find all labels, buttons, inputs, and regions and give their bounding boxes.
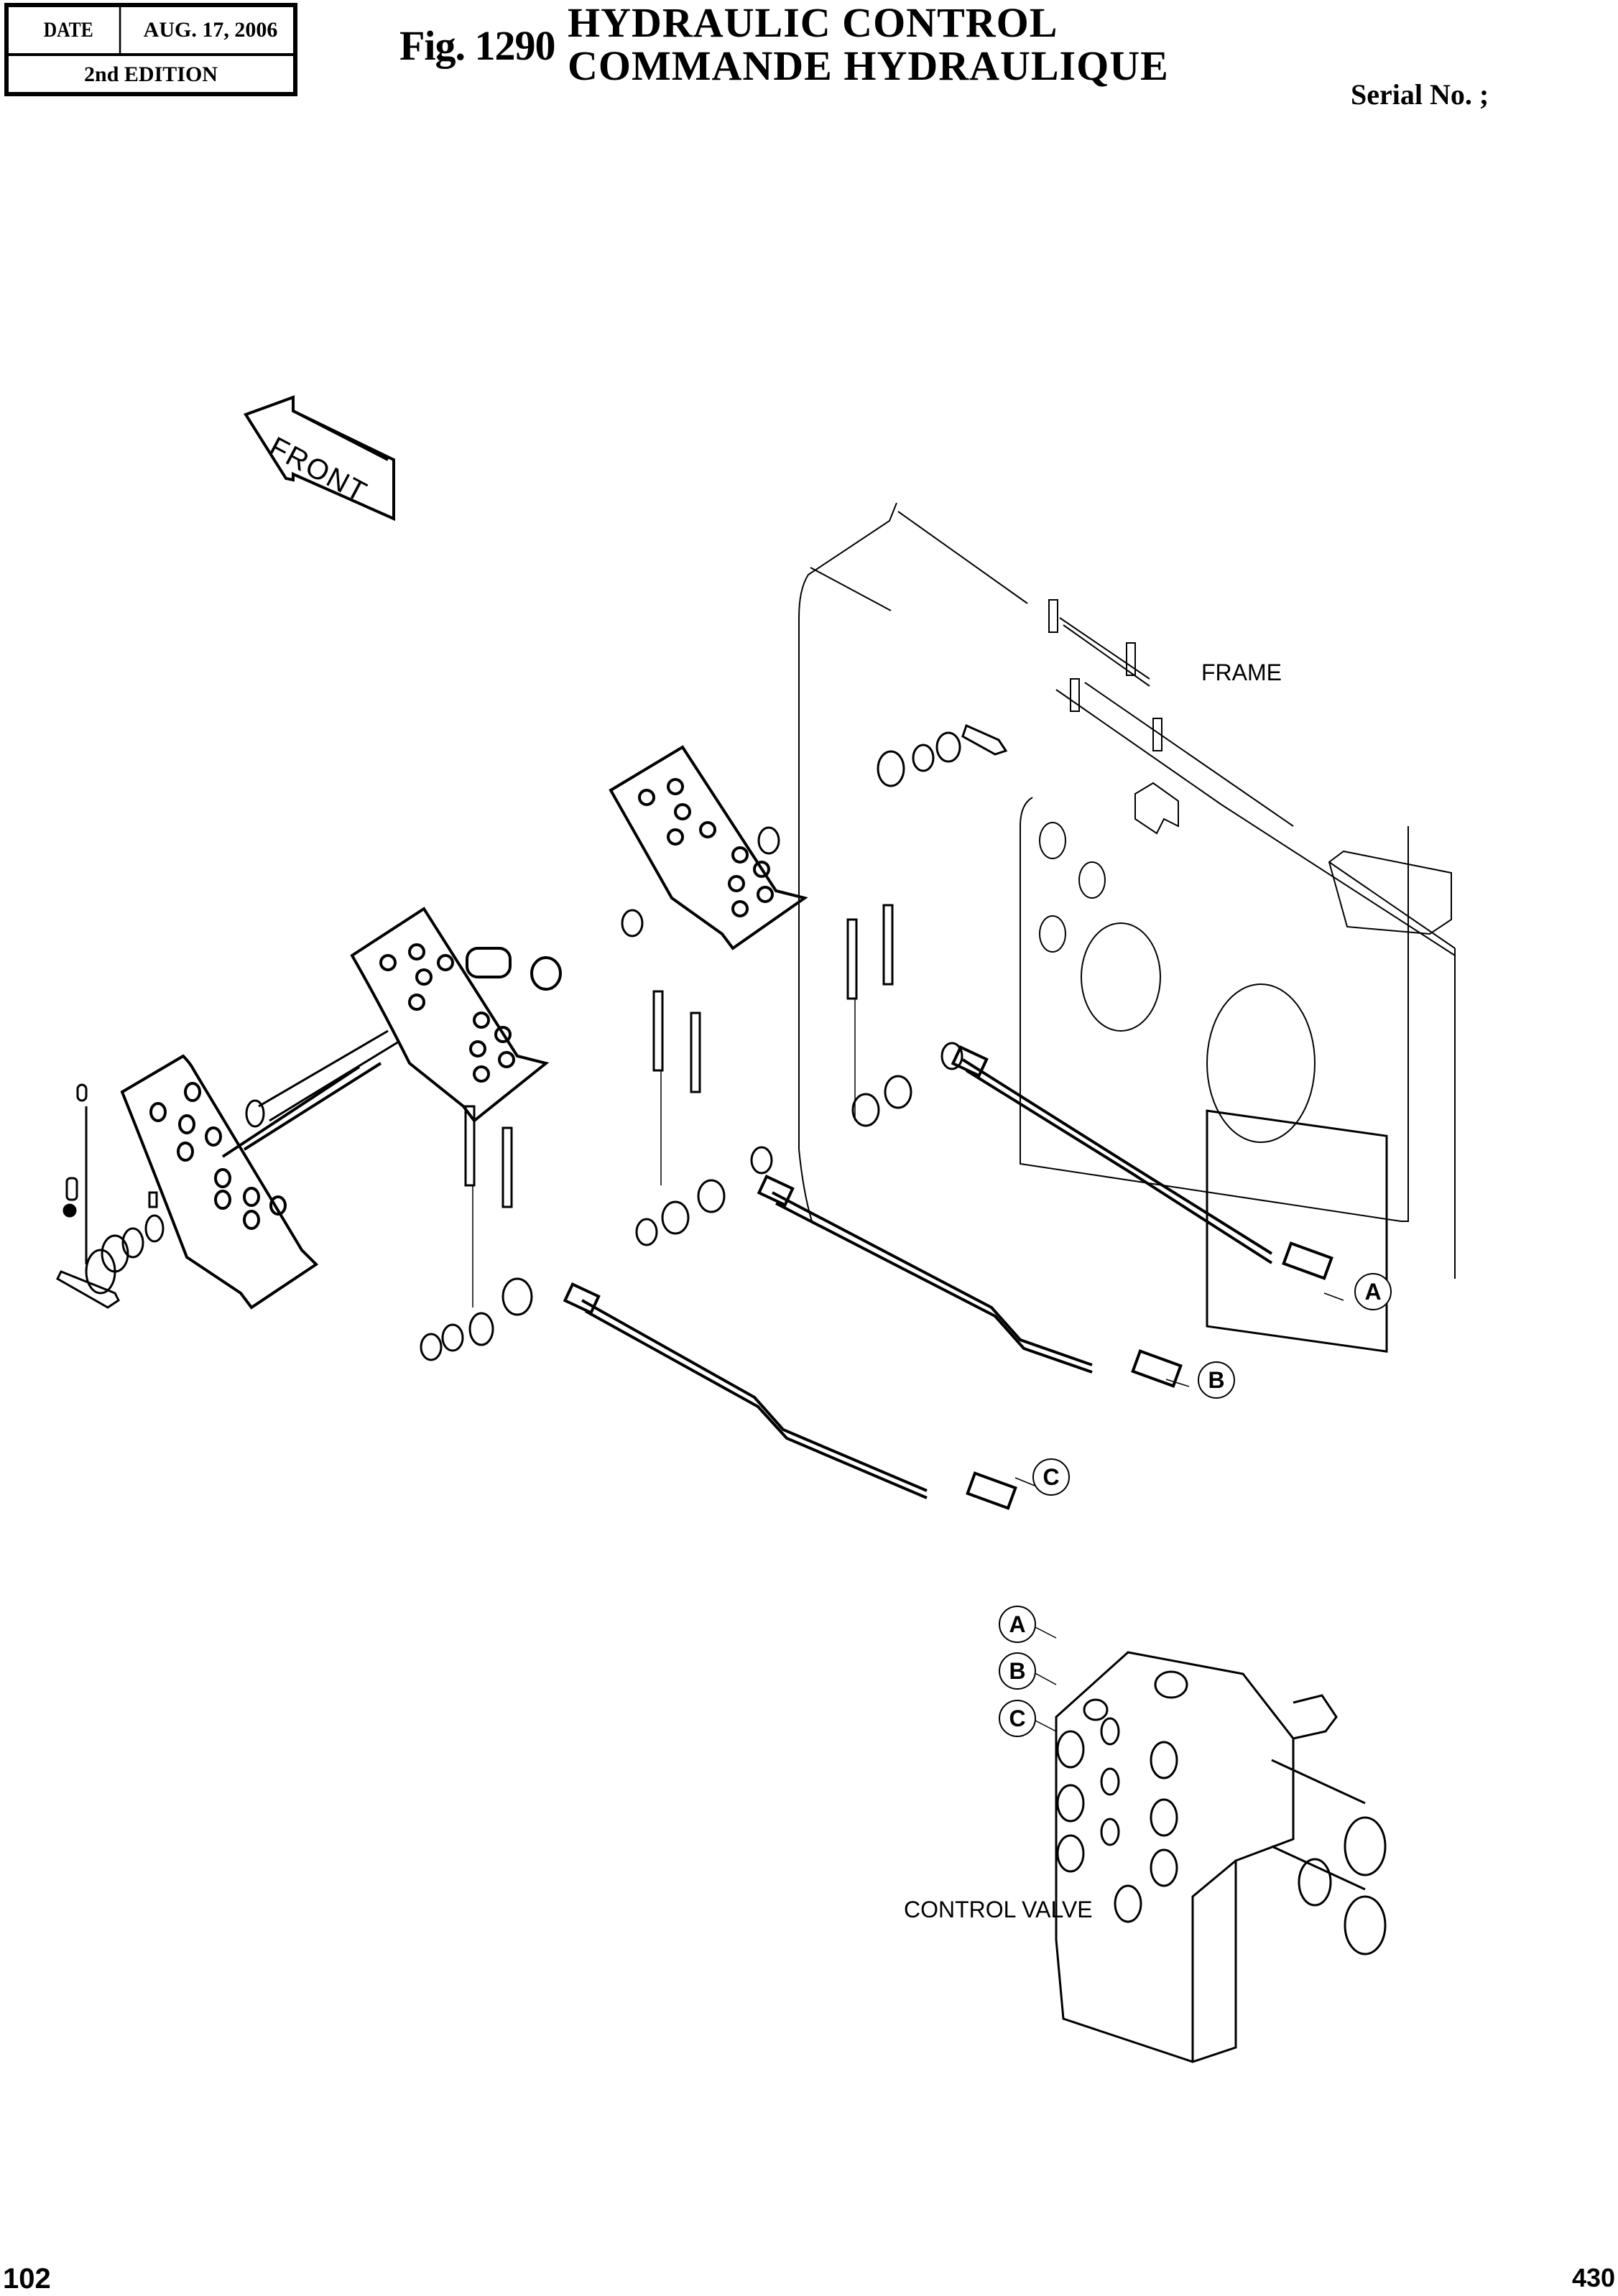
header-box: DATE AUG. 17, 2006 2nd EDITION: [4, 3, 297, 96]
pedal-left: [120, 1054, 382, 1310]
valve-callout-c: C: [999, 1700, 1036, 1737]
title-french: COMMANDE HYDRAULIQUE: [568, 42, 1169, 89]
left-bearing-assembly: [56, 1029, 399, 1309]
valve-callout-b: B: [999, 1652, 1036, 1690]
vertical-links: [464, 904, 894, 1307]
callout-c: C: [1032, 1458, 1070, 1496]
title-english: HYDRAULIC CONTROL: [568, 0, 1058, 46]
header-date-row: DATE AUG. 17, 2006: [9, 7, 293, 56]
pedal-right: [609, 745, 808, 950]
figure-number: Fig. 1290: [399, 22, 556, 69]
page-number-right: 430: [1572, 2263, 1616, 2292]
serial-number: Serial No. ;: [1351, 78, 1489, 111]
valve-callout-a: A: [999, 1606, 1036, 1643]
frame-label: FRAME: [1201, 659, 1282, 685]
frame-outline: [798, 502, 1456, 1353]
front-arrow-icon: [243, 395, 395, 522]
page-number-left: 102: [3, 2263, 51, 2295]
date-label: DATE: [18, 7, 121, 53]
bushings: [420, 723, 1008, 1361]
edition-label: 2nd EDITION: [84, 63, 218, 86]
callout-a: A: [1354, 1273, 1392, 1310]
control-valve-drawing: [1055, 1651, 1387, 2063]
date-value: AUG. 17, 2006: [143, 18, 278, 42]
link-rods: [563, 1045, 1333, 1510]
pedal-middle: [350, 907, 562, 1123]
control-valve-label: CONTROL VALVE: [904, 1897, 1093, 1922]
valve-leader-lines: [1014, 1292, 1344, 1732]
callout-b: B: [1198, 1361, 1235, 1399]
